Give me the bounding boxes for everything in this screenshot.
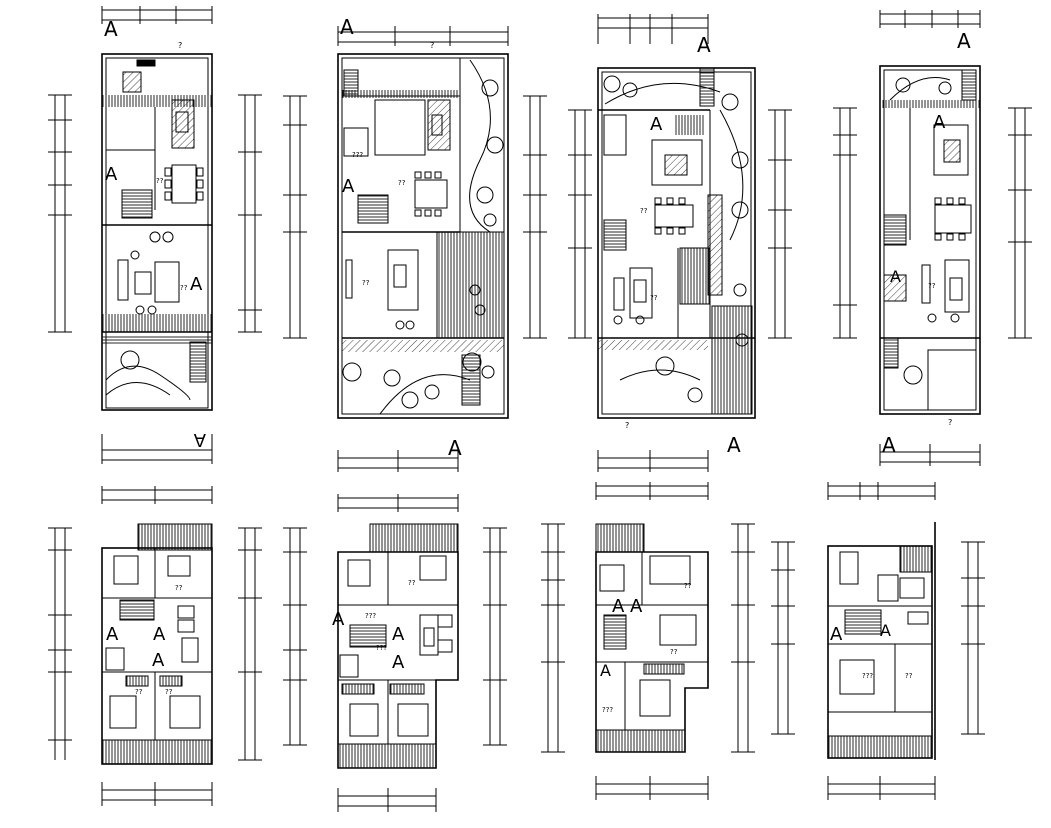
plan-ground-2	[283, 26, 547, 472]
room-note: ??	[684, 582, 692, 590]
room-note: ??	[135, 688, 143, 696]
section-marker: A	[190, 274, 203, 295]
section-marker: A	[152, 650, 165, 671]
room-note: ??	[175, 584, 183, 592]
section-marker: A	[193, 429, 206, 450]
section-marker: A	[392, 624, 405, 645]
room-note: ???	[352, 151, 363, 159]
plan-upper-2	[283, 494, 507, 812]
plan-ground-1	[48, 6, 262, 464]
plan-ground-4	[833, 10, 1032, 466]
section-marker: A	[106, 624, 119, 645]
room-note: ??	[180, 284, 188, 292]
room-note: ??	[928, 282, 936, 290]
room-note: ?	[625, 421, 629, 430]
room-note: ??	[905, 672, 913, 680]
section-marker: A	[342, 176, 355, 197]
room-note: ?	[178, 41, 182, 50]
section-marker: A	[153, 624, 166, 645]
section-marker: A	[830, 624, 843, 645]
room-note: ?	[948, 418, 952, 427]
section-marker: A	[957, 29, 971, 53]
room-note: ??	[398, 179, 406, 187]
section-marker: A	[727, 433, 741, 457]
plan-upper-3	[541, 482, 755, 800]
room-note: ??	[156, 177, 164, 185]
section-marker: A	[890, 267, 901, 286]
room-note: ??	[408, 579, 416, 587]
section-marker: A	[104, 17, 118, 41]
section-marker: A	[340, 15, 354, 39]
section-marker: A	[105, 164, 118, 185]
section-marker: A	[630, 596, 643, 617]
section-marker: A	[697, 33, 711, 57]
section-marker: A	[880, 621, 891, 640]
section-marker: A	[933, 112, 946, 133]
room-note: ???	[376, 644, 387, 652]
room-note: ??	[650, 294, 658, 302]
plan-ground-3	[568, 14, 792, 472]
section-marker: A	[392, 652, 405, 673]
room-note: ??	[640, 207, 648, 215]
room-note: ??	[165, 688, 173, 696]
section-marker: A	[600, 661, 611, 680]
room-note: ??	[670, 648, 678, 656]
room-note: ??	[362, 279, 370, 287]
room-note: ???	[862, 672, 873, 680]
room-note: ???	[365, 612, 376, 620]
room-note: ?	[430, 41, 434, 50]
plan-upper-4	[771, 482, 985, 800]
section-marker: A	[882, 433, 896, 457]
section-marker: A	[650, 114, 663, 135]
section-marker: A	[612, 596, 625, 617]
section-marker: A	[332, 609, 345, 630]
room-note: ???	[602, 706, 613, 714]
section-marker: A	[448, 436, 462, 460]
plan-upper-1	[48, 486, 262, 806]
